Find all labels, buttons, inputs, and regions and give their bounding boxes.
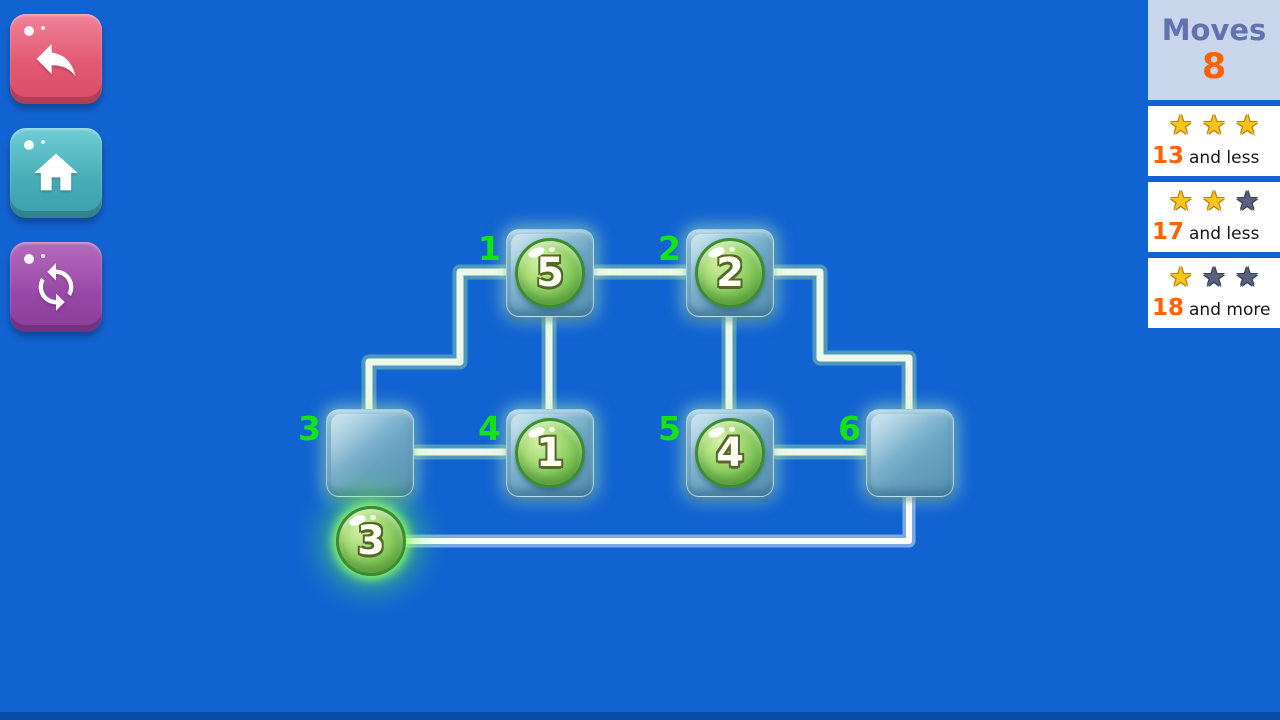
dark-star-icon: ★ (1235, 262, 1260, 293)
home-icon (34, 153, 78, 191)
node-5[interactable]: 5 4 (658, 409, 774, 497)
dark-star-icon: ★ (1235, 186, 1260, 217)
node-4[interactable]: 4 1 (478, 409, 594, 497)
gold-star-icon: ★ (1201, 186, 1227, 217)
star-rating: ★ ★ ★ (1148, 185, 1280, 219)
token-on-node-5[interactable]: 4 (695, 418, 765, 488)
rating-suffix: and less (1189, 224, 1260, 244)
rating-suffix: and more (1189, 300, 1271, 320)
node-4-label: 4 (478, 409, 501, 448)
node-5-label: 5 (658, 409, 681, 448)
rating-threshold: 18 (1152, 295, 1185, 321)
node-2[interactable]: 2 2 (658, 229, 774, 317)
rating-threshold: 17 (1152, 219, 1185, 245)
node-3-label: 3 (298, 409, 321, 448)
node-3[interactable]: 3 (298, 409, 414, 497)
bottom-edge-strip (0, 712, 1280, 720)
token-on-node-4[interactable]: 1 (515, 418, 585, 488)
node-1[interactable]: 1 5 (478, 229, 594, 317)
star-rating: ★ ★ ★ (1148, 109, 1280, 143)
active-token[interactable]: 3 (336, 506, 406, 576)
moves-value: 8 (1201, 47, 1227, 87)
star-rating: ★ ★ ★ (1148, 261, 1280, 295)
node-6-label: 6 (838, 409, 861, 448)
drawn-move-path (368, 449, 912, 544)
home-button[interactable] (10, 128, 102, 218)
edge-glow-layer (361, 264, 917, 548)
token-on-node-1[interactable]: 5 (515, 238, 585, 308)
back-button[interactable] (10, 14, 102, 104)
node-1-label: 1 (478, 229, 501, 268)
gold-star-icon: ★ (1201, 110, 1227, 141)
token-on-node-2[interactable]: 2 (695, 238, 765, 308)
gold-star-icon: ★ (1235, 110, 1260, 141)
node-6[interactable]: 6 (838, 409, 954, 497)
reset-button[interactable] (10, 242, 102, 332)
rating-suffix: and less (1189, 148, 1260, 168)
node-2-label: 2 (658, 229, 681, 268)
moves-counter: Moves 8 (1148, 0, 1280, 100)
refresh-icon (38, 263, 74, 311)
moves-label: Moves (1161, 13, 1267, 47)
rating-threshold: 13 (1152, 143, 1185, 169)
dark-star-icon: ★ (1201, 262, 1227, 293)
gold-star-icon: ★ (1168, 110, 1193, 141)
gold-star-icon: ★ (1168, 262, 1193, 293)
back-icon (36, 43, 76, 77)
gold-star-icon: ★ (1168, 186, 1193, 217)
edge-main-layer (365, 268, 913, 544)
